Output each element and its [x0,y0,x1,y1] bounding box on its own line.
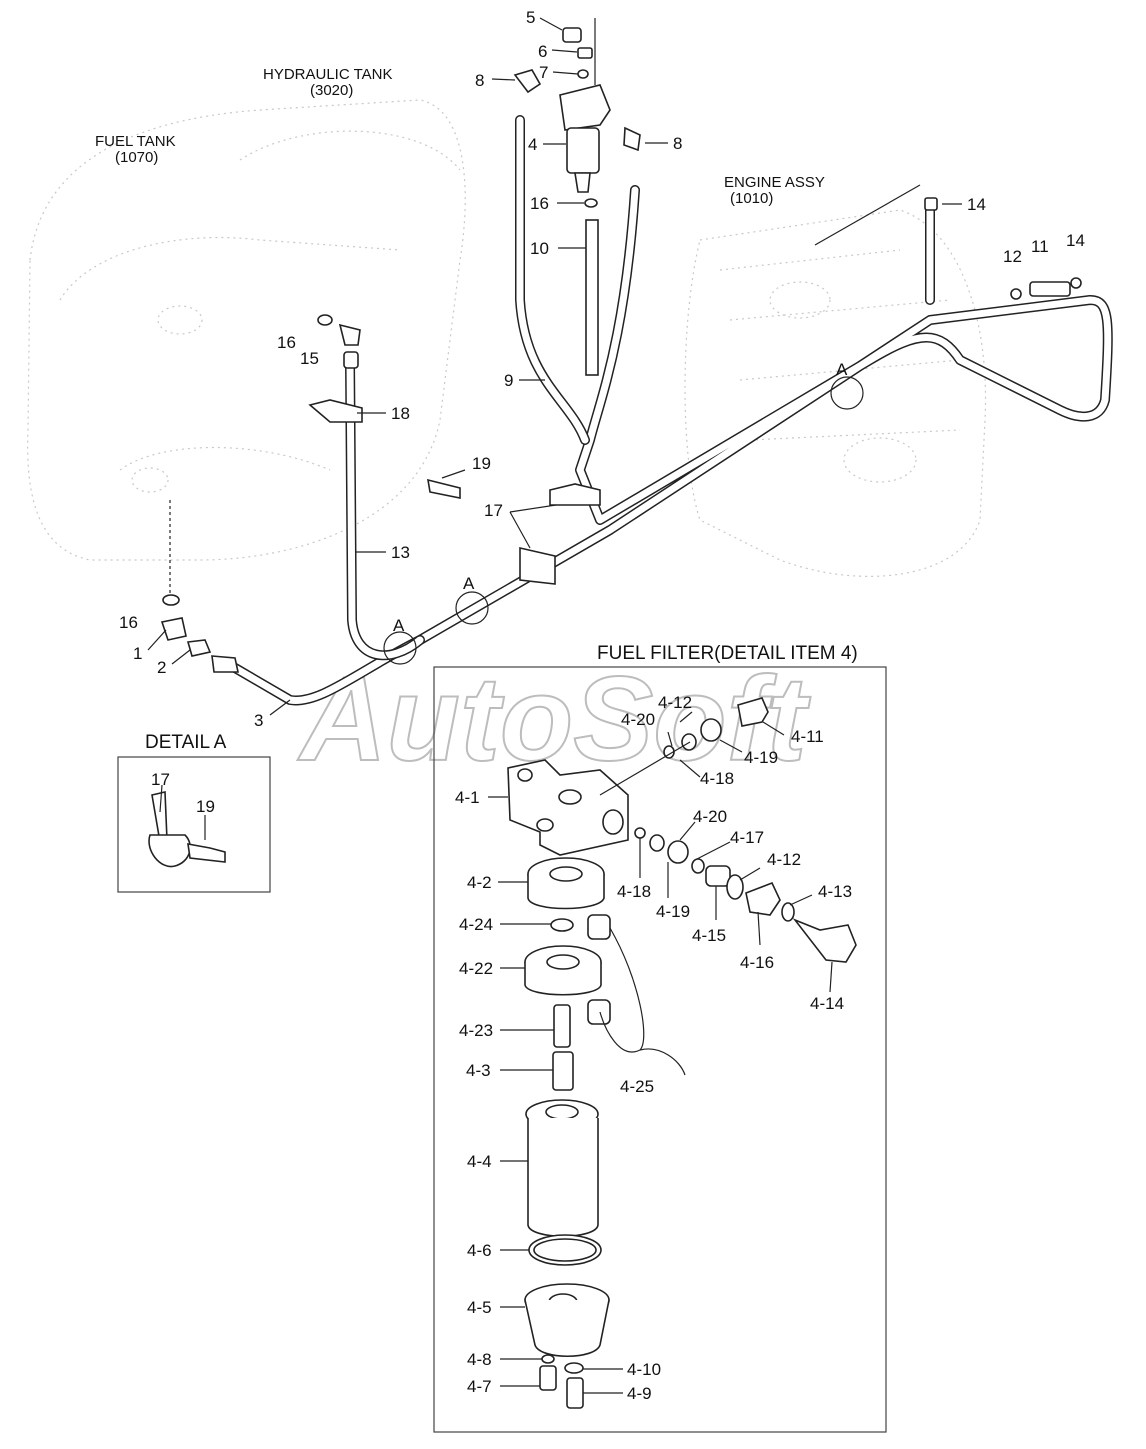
label-4-8: 4-8 [467,1350,492,1369]
label-5: 5 [526,8,535,27]
label-detail-19: 19 [196,797,215,816]
label-10: 10 [530,239,549,258]
label-4-13: 4-13 [818,882,852,901]
upper-fuel-filter [513,18,641,208]
label-4-20-top: 4-20 [621,710,655,729]
label-4-1: 4-1 [455,788,480,807]
label-4-7: 4-7 [467,1377,492,1396]
label-19: 19 [472,454,491,473]
label-12: 12 [1003,247,1022,266]
label-17: 17 [484,501,503,520]
label-4-14: 4-14 [810,994,844,1013]
engine-assy-title: ENGINE ASSY [724,174,825,191]
fuel-filter-detail-title: FUEL FILTER(DETAIL ITEM 4) [597,643,858,664]
label-4-19-mid: 4-19 [656,902,690,921]
label-4-12-top: 4-12 [658,693,692,712]
fuel-lines [225,115,1113,706]
label-4-24: 4-24 [459,915,493,934]
label-4-9: 4-9 [627,1384,652,1403]
label-4-6: 4-6 [467,1241,492,1260]
label-4-2: 4-2 [467,873,492,892]
label-8-left: 8 [475,71,484,90]
label-4-4: 4-4 [467,1152,492,1171]
label-4-23: 4-23 [459,1021,493,1040]
label-16-mid: 16 [277,333,296,352]
label-a-3: A [836,360,848,379]
detail-a-box [117,756,271,893]
label-a-2: A [463,574,475,593]
engine-assy-code: (1010) [730,190,773,207]
fuel-tank-title: FUEL TANK [95,133,176,150]
hydraulic-tank-title: HYDRAULIC TANK [263,66,392,83]
label-14-top: 14 [967,195,986,214]
leader-lines [147,17,962,716]
label-4-3: 4-3 [466,1061,491,1080]
label-a-1: A [393,616,405,635]
label-4-17: 4-17 [730,828,764,847]
label-15: 15 [300,349,319,368]
label-4-19-top: 4-19 [744,748,778,767]
part-labels-filter: 4-12 4-20 4-11 4-19 4-18 4-1 4-20 4-17 4… [455,693,852,1403]
label-11: 11 [1031,237,1049,256]
line-fittings [160,197,1082,673]
label-7: 7 [539,63,548,82]
label-18: 18 [391,404,410,423]
part-labels-main: 5 6 7 8 8 4 16 10 14 12 11 14 16 15 18 9… [119,8,1085,816]
label-14-right: 14 [1066,231,1085,250]
titles: HYDRAULIC TANK (3020) FUEL TANK (1070) E… [95,66,858,753]
label-2: 2 [157,658,166,677]
detail-a-markers [383,376,864,665]
hydraulic-tank-code: (3020) [310,82,353,99]
label-detail-17: 17 [151,770,170,789]
label-4-16: 4-16 [740,953,774,972]
label-4-10: 4-10 [627,1360,661,1379]
label-4-11: 4-11 [791,727,824,746]
label-16-bottom: 16 [119,613,138,632]
label-8-right: 8 [673,134,682,153]
label-4-12-mid: 4-12 [767,850,801,869]
fuel-tank-code: (1070) [115,149,158,166]
label-4-18-top: 4-18 [700,769,734,788]
label-4: 4 [528,135,537,154]
label-6: 6 [538,42,547,61]
detail-a-title: DETAIL A [145,732,227,753]
watermark: AutoSoft [297,652,812,786]
label-4-22: 4-22 [459,959,493,978]
fuel-filter-detail-parts [488,697,857,1409]
label-16-top: 16 [530,194,549,213]
label-4-15: 4-15 [692,926,726,945]
label-13: 13 [391,543,410,562]
label-4-20-mid: 4-20 [693,807,727,826]
label-4-5: 4-5 [467,1298,492,1317]
background-outlines [27,99,987,577]
label-1: 1 [133,644,142,663]
fuel-filter-detail-frame [433,666,887,1433]
label-9: 9 [504,371,513,390]
label-3: 3 [254,711,263,730]
label-4-18-mid: 4-18 [617,882,651,901]
label-4-25: 4-25 [620,1077,654,1096]
